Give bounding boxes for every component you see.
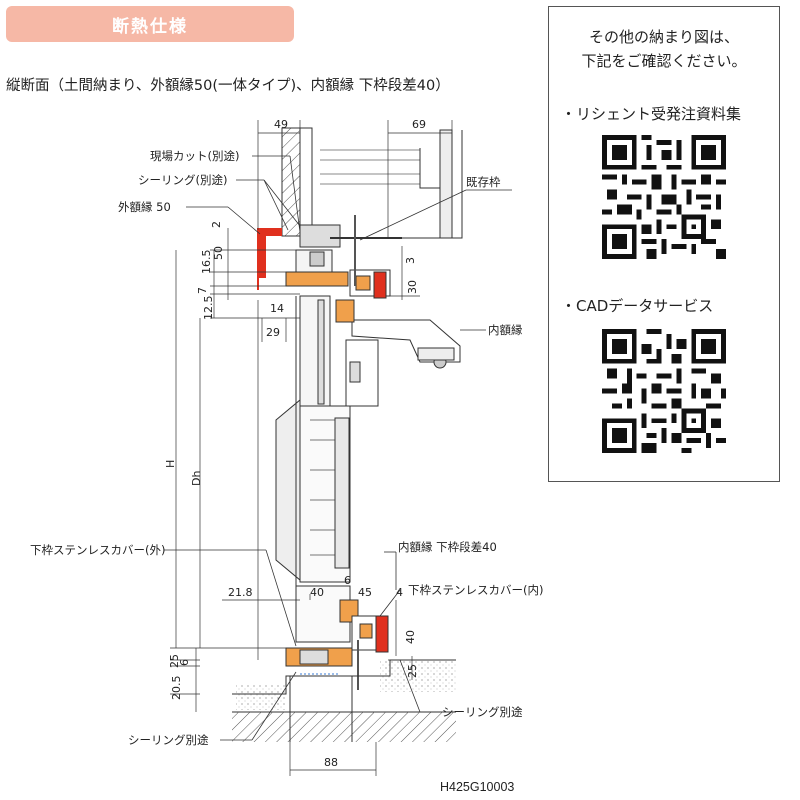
dim-30: 30 [406,280,419,294]
side-note-line1: その他の納まり図は、 [588,28,739,46]
label-stainless-out: 下枠ステンレスカバー(外) [30,543,165,557]
dim-25a: 25 [168,654,181,668]
dim-49: 49 [274,118,288,131]
side-note-line2: 下記をご確認ください。 [581,52,747,70]
dim-3: 3 [404,257,417,264]
inner-frame-bracket [345,319,461,407]
dim-45: 45 [358,586,372,599]
dim-40b: 40 [404,630,417,644]
drawing-subtitle: 縦断面（土間納まり、外額縁50(一体タイプ)、内額縁 下枠段差40） [6,78,450,94]
dim-16-5: 16.5 [200,250,213,275]
qr-code-icon[interactable] [602,135,726,259]
label-genba-cut: 現場カット(別途) [150,149,239,163]
dim-14: 14 [270,302,284,315]
dim-4: 4 [396,586,403,599]
section-badge: 断熱仕様 [6,6,294,42]
lower-frame [285,615,389,690]
dim-h: H [164,460,177,468]
leader-lines [164,155,512,741]
dimension-lines [170,120,453,776]
dim-69: 69 [412,118,426,131]
dim-21-8: 21.8 [228,586,253,599]
dim-88: 88 [324,756,338,769]
sash-glass [275,295,359,643]
link-cad-data[interactable]: ・CADデータサービス [561,297,714,315]
drawing-code: H425G10003 [440,780,515,794]
label-sealing-top: シーリング(別途) [138,173,227,187]
label-inner-step: 内額縁 下枠段差40 [398,540,497,554]
floor-section [232,659,456,742]
label-existing-frame: 既存枠 [466,175,501,189]
label-sealing-right: シーリング別途 [442,705,523,719]
dim-12-5: 12.5 [202,296,215,321]
side-panel: その他の納まり図は、 下記をご確認ください。 ・リシェント受発注資料集 ・CAD… [548,6,780,482]
outer-frame-red [257,228,282,290]
dim-dh: Dh [190,471,203,486]
dim-7: 7 [196,287,209,294]
side-note: その他の納まり図は、 下記をご確認ください。 [549,25,779,73]
dim-20-5: 20.5 [170,676,183,701]
dim-25b: 25 [406,664,419,678]
label-sealing-left: シーリング別途 [128,733,209,747]
label-outer-frame: 外額縁 50 [118,200,171,214]
dim-40a: 40 [310,586,324,599]
label-stainless-in: 下枠ステンレスカバー(内) [408,583,543,597]
dim-29: 29 [266,326,280,339]
dim-50: 50 [212,246,225,260]
upper-frame [285,215,391,299]
dim-6a: 6 [344,574,351,587]
qr-code-icon[interactable] [602,329,726,453]
label-inner-frame: 内額縁 [488,323,523,337]
dim-6b: 6 [178,659,191,666]
existing-frame [281,127,463,248]
dim-2: 2 [210,221,223,228]
link-rescent-docs[interactable]: ・リシェント受発注資料集 [561,105,742,123]
